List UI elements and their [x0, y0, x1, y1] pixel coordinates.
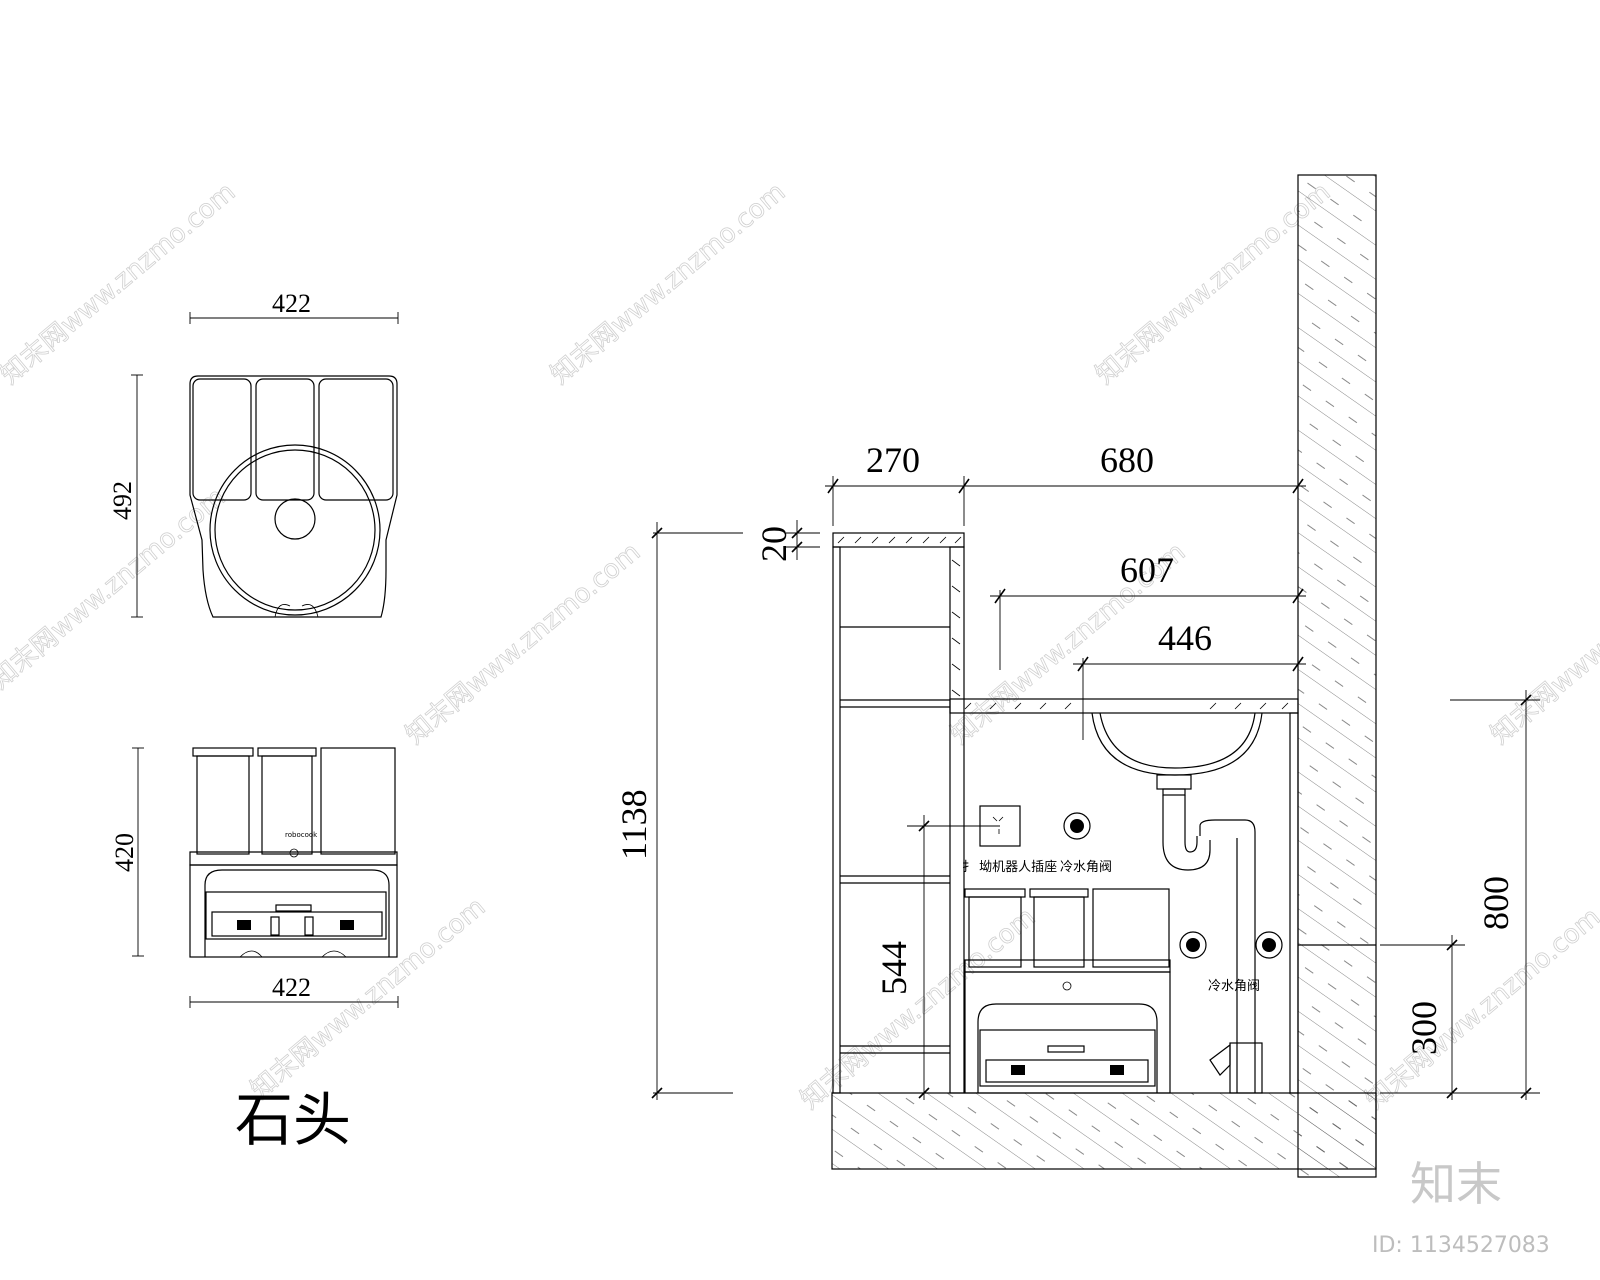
dim-front-width: 422	[272, 973, 311, 1002]
dim-pipe-height-300: 300	[1404, 1001, 1444, 1055]
dim-outlet-height: 544	[874, 941, 914, 995]
watermark: 知末网www.znzmo.com	[1485, 537, 1600, 750]
valve-note-upper: 冷水角阀	[1060, 860, 1112, 875]
watermark: 知末网www.znzmo.com	[400, 537, 646, 750]
device-logo: robocook	[285, 831, 318, 839]
valve-note-lower: 冷水角阀	[1208, 979, 1260, 994]
top-view: 422 492	[108, 289, 399, 618]
image-id: ID: 1134527083	[1372, 1233, 1550, 1258]
dim-pipe-height-800: 800	[1476, 876, 1516, 930]
watermark: 知末网www.znzmo.com	[1360, 902, 1600, 1115]
watermark: 知末网www.znzmo.com	[795, 902, 1041, 1115]
dim-front-height: 420	[110, 833, 139, 872]
watermark: 知末网www.znzmo.com	[545, 177, 791, 390]
dim-top-width: 422	[272, 289, 311, 318]
dim-top-depth: 492	[108, 481, 137, 520]
dim-span-to-wall: 680	[1100, 440, 1154, 480]
brand-logo: 知末	[1410, 1157, 1502, 1211]
dim-cabinet-width: 270	[866, 440, 920, 480]
watermark: 知末网www.znzmo.com	[0, 177, 241, 390]
material-label: 石头	[235, 1086, 351, 1154]
dim-counter-thickness: 20	[754, 526, 794, 562]
dim-basin-offset: 607	[1120, 550, 1174, 590]
section-view: 扌 坳机器人插座 冷水角阀 冷水角阀 270 680	[614, 174, 1540, 1178]
dim-total-height: 1138	[614, 789, 654, 860]
socket-note: 扌 坳机器人插座	[962, 860, 1057, 875]
front-view: 420 422 robocook	[110, 747, 399, 1008]
dim-basin-width: 446	[1158, 618, 1212, 658]
